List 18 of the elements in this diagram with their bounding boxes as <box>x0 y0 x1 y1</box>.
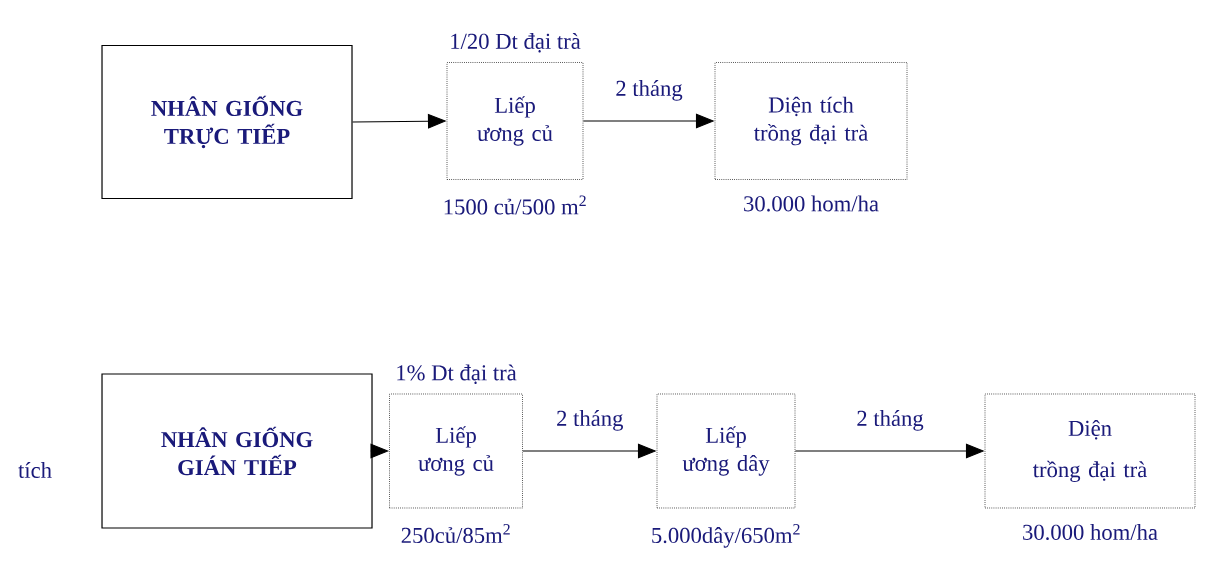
dotted-box: Liếp ương củ <box>446 62 584 180</box>
annotation-text: 250củ/85m$^{2}$ <box>401 524 510 544</box>
process-box: NHÂN GIỐNG GIÁN TIẾP <box>101 373 373 529</box>
annotation-text: 1500 củ/500 m$^{2}$ <box>444 195 586 215</box>
annotation-text: 30.000 hom/ha <box>744 195 879 212</box>
dotted-box: Liếp ương củ <box>389 393 523 509</box>
label-text: tích <box>18 462 52 478</box>
dotted-box: Diện trồng đại trà <box>984 393 1196 509</box>
annotation-text: 30.000 hom/ha <box>1023 524 1158 541</box>
annotation-text: 5.000dây/650m$^{2}$ <box>652 524 800 548</box>
edge-label: 2 tháng <box>614 78 684 103</box>
process-box: NHÂN GIỐNG TRỰC TIẾP <box>101 44 353 200</box>
edge-label: 2 tháng <box>855 408 925 433</box>
edge-label: 2 tháng <box>554 408 625 433</box>
dotted-box: Diện tích trồng đại trà <box>714 62 908 180</box>
annotation-text: 1% Dt đại trà <box>397 364 517 384</box>
annotation-text: 1/20 Dt đại trà <box>451 33 581 53</box>
dotted-box: Liếp ương dây <box>656 393 796 509</box>
